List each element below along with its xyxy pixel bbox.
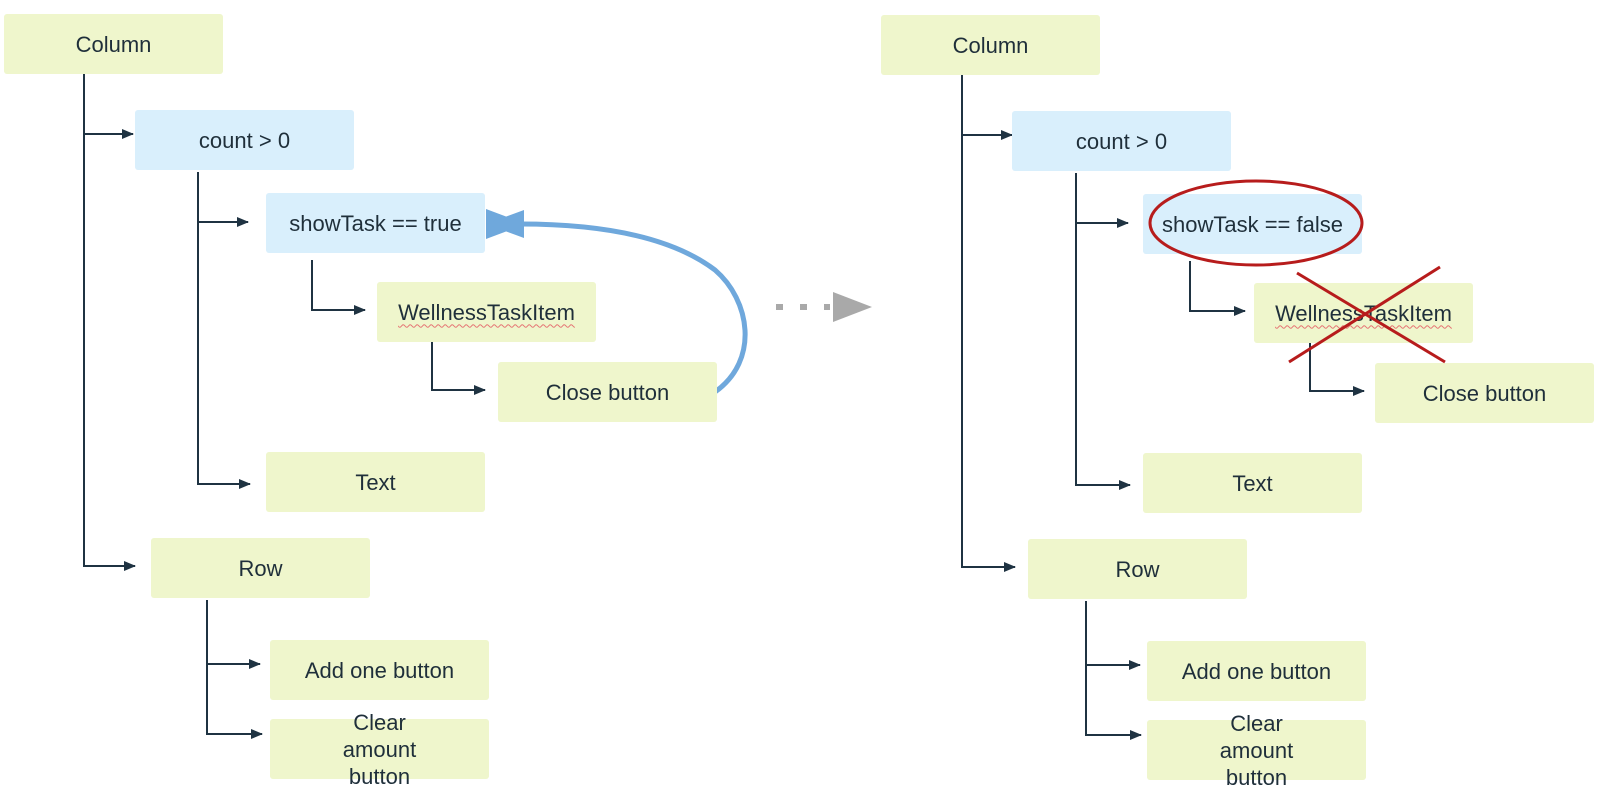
count-trunk [197,172,251,489]
left-text-node: Text [266,452,485,512]
column-trunk [83,73,136,571]
left-text-label: Text [355,469,396,495]
showtask-to-wellness [311,260,366,315]
r-column-trunk [961,74,1016,572]
right-text-node: Text [1143,453,1362,513]
right-row-node: Row [1028,539,1247,599]
left-wellness-node: WellnessTaskItem [377,282,596,342]
right-clear-node: Clear amount button [1147,711,1366,790]
left-wellness-label: WellnessTaskItem [398,299,575,325]
right-close-label: Close button [1422,380,1547,406]
row-trunk [206,600,263,739]
left-count-node: count > 0 [135,110,354,170]
state-change-arrowhead [486,210,524,238]
left-showtask-node: showTask == true [266,193,485,253]
left-clear-label: Clear amount button [342,709,417,789]
left-clear-node: Clear amount button [270,710,489,789]
wellness-to-close [431,340,486,395]
left-add-label: Add one button [304,657,455,683]
left-showtask-label: showTask == true [289,210,462,236]
left-close-node: Close button [498,362,717,422]
left-column-label: Column [75,31,152,57]
left-count-label: count > 0 [198,127,291,153]
right-clear-label: Clear amount button [1219,710,1294,790]
right-showtask-node: showTask == false [1143,194,1362,254]
right-text-label: Text [1232,470,1273,496]
r-count-trunk [1075,173,1131,490]
right-wellness-node: WellnessTaskItem [1254,283,1473,343]
left-add-node: Add one button [270,640,489,700]
r-showtask-to-wellness [1189,261,1246,316]
right-close-node: Close button [1375,363,1594,423]
right-add-node: Add one button [1147,641,1366,701]
r-wellness-to-close [1309,341,1365,396]
left-row-label: Row [238,555,283,581]
left-close-label: Close button [545,379,670,405]
right-column-label: Column [952,32,1029,58]
right-count-label: count > 0 [1075,128,1168,154]
r-row-trunk [1085,601,1142,740]
left-tree-connectors [83,73,486,739]
x-cross-icon [1288,265,1446,364]
dotted-right-arrow-icon [776,292,872,322]
right-tree-connectors [961,74,1365,740]
right-showtask-label: showTask == false [1162,211,1343,237]
right-add-label: Add one button [1181,658,1332,684]
left-column-node: Column [4,14,223,74]
circle-highlight-icon [1148,179,1364,267]
right-row-label: Row [1115,556,1160,582]
right-count-node: count > 0 [1012,111,1231,171]
right-column-node: Column [881,15,1100,75]
state-change-curve [485,208,748,395]
left-row-node: Row [151,538,370,598]
